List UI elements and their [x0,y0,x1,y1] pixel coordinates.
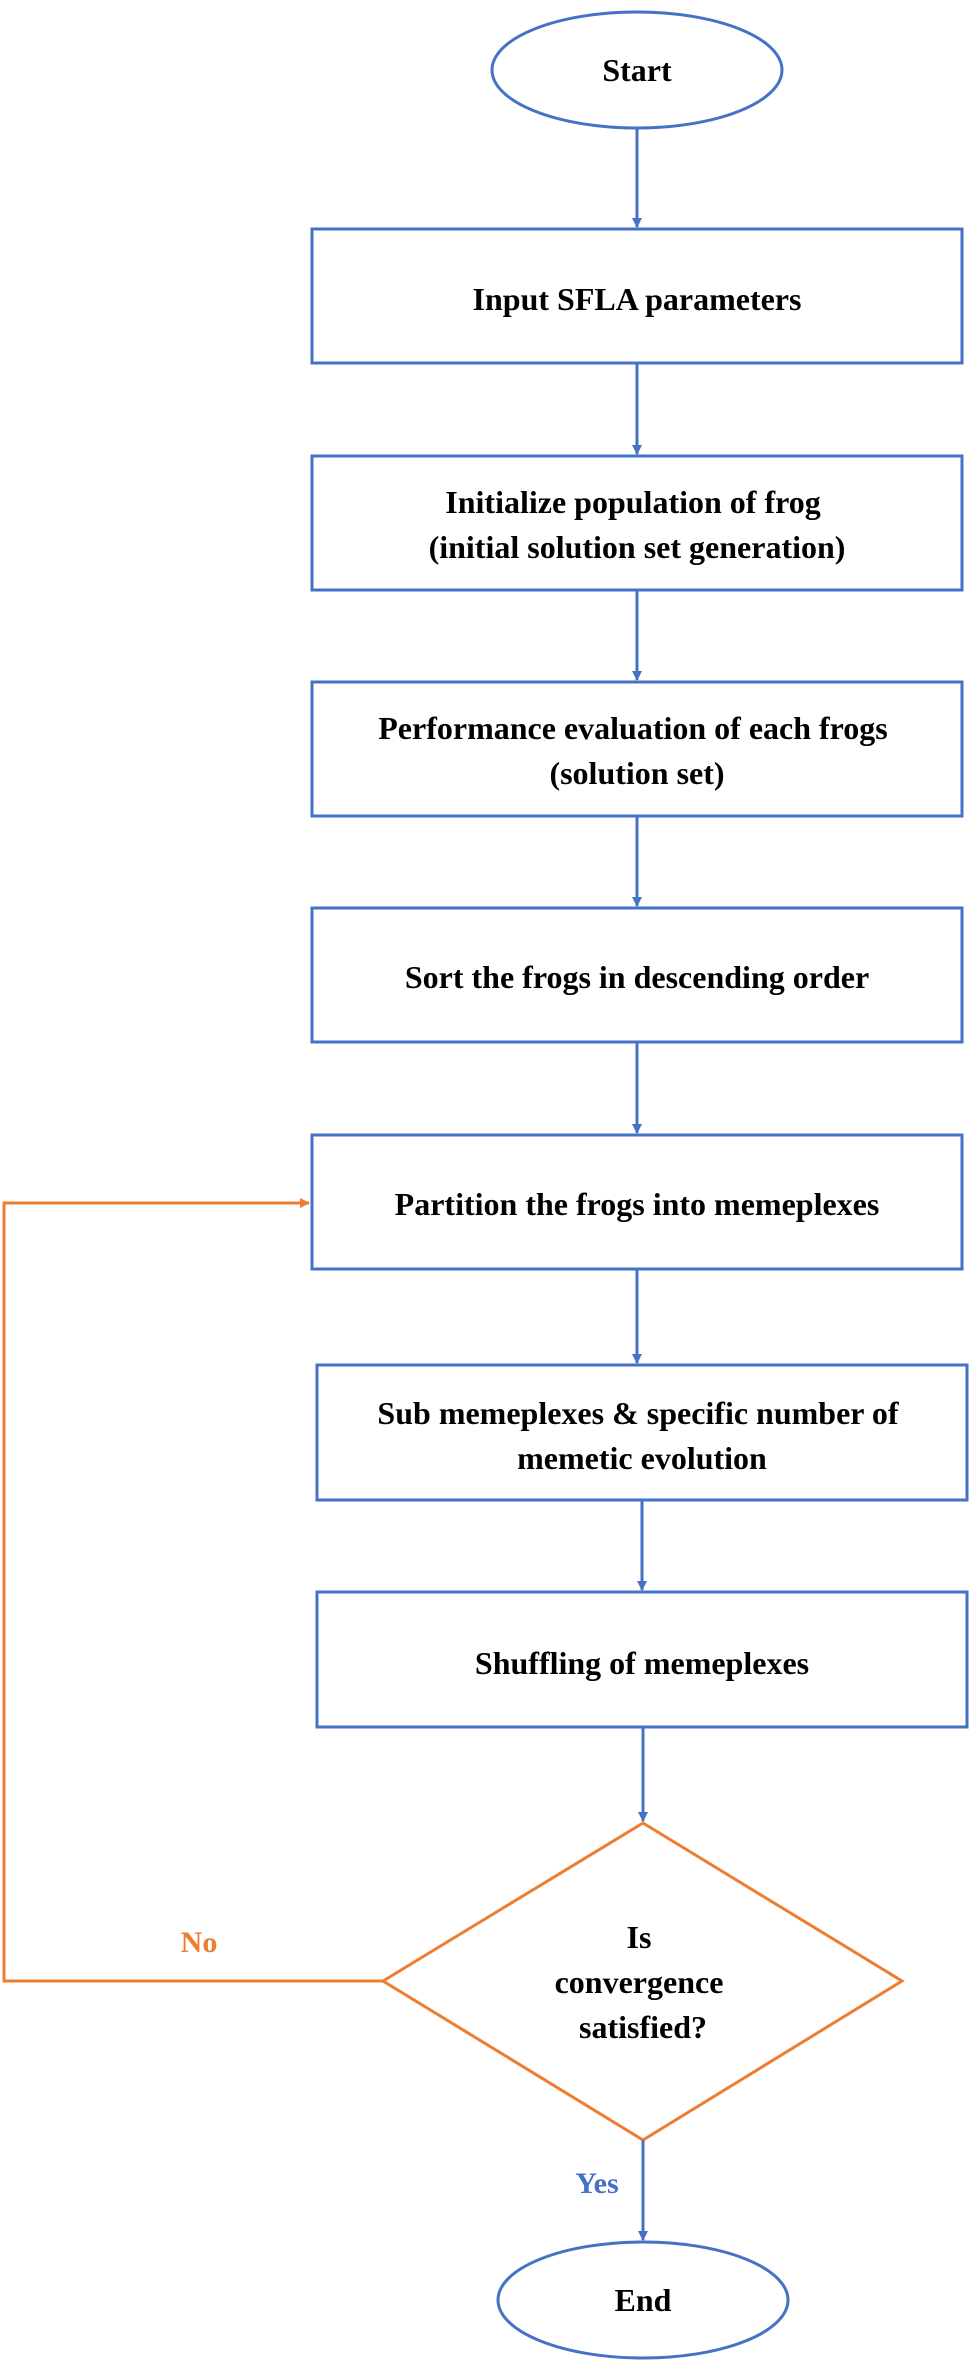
svg-text:End: End [615,2282,672,2318]
yes-label: Yes [575,2167,618,2200]
svg-text:Performance evaluation of each: Performance evaluation of each frogs (so… [378,710,896,791]
shuffling-node: Shuffling of memeplexes [315,1590,969,1729]
convergence-line-1: Is [627,1919,652,1955]
init-population-line-1: Initialize population of frog [445,484,820,520]
svg-text:Initialize population of frog: Initialize population of frog (initial s… [429,484,846,565]
end-label: End [615,2282,672,2318]
svg-text:Sub memeplexes & specific numb: Sub memeplexes & specific number of meme… [377,1395,906,1476]
sort-node: Sort the frogs in descending order [310,906,964,1044]
performance-eval-line-2: (solution set) [549,755,724,791]
end-node: End [496,2240,790,2360]
performance-eval-line-1: Performance evaluation of each frogs [378,710,888,746]
no-loop-connector [2,1198,383,1983]
init-population-line-2: (initial solution set generation) [429,529,846,565]
svg-text:Partition the frogs into memep: Partition the frogs into memeplexes [395,1186,880,1222]
start-node: Start [490,10,784,130]
no-label: No [181,1926,218,1959]
start-label: Start [602,52,672,88]
svg-text:Start: Start [602,52,672,88]
sub-memeplexes-line-2: memetic evolution [517,1440,767,1476]
performance-eval-node: Performance evaluation of each frogs (so… [310,680,964,818]
partition-node: Partition the frogs into memeplexes [310,1133,964,1271]
svg-text:Sort the frogs in descending o: Sort the frogs in descending order [405,959,869,995]
convergence-line-2: convergence [555,1964,724,2000]
sub-memeplexes-node: Sub memeplexes & specific number of meme… [315,1363,969,1502]
input-params-node: Input SFLA parameters [310,227,964,365]
convergence-decision: Is convergence satisfied? [380,1821,905,2142]
svg-text:Shuffling of memeplexes: Shuffling of memeplexes [475,1645,809,1681]
svg-text:Input SFLA parameters: Input SFLA parameters [473,281,802,317]
sort-label: Sort the frogs in descending order [405,959,869,995]
init-population-node: Initialize population of frog (initial s… [310,454,964,592]
svg-text:Is convergence sat: Is convergence satisfied? [555,1919,732,2045]
sub-memeplexes-line-1: Sub memeplexes & specific number of [377,1395,898,1431]
partition-label: Partition the frogs into memeplexes [395,1186,880,1222]
input-params-label: Input SFLA parameters [473,281,802,317]
convergence-line-3: satisfied? [579,2009,707,2045]
shuffling-label: Shuffling of memeplexes [475,1645,809,1681]
